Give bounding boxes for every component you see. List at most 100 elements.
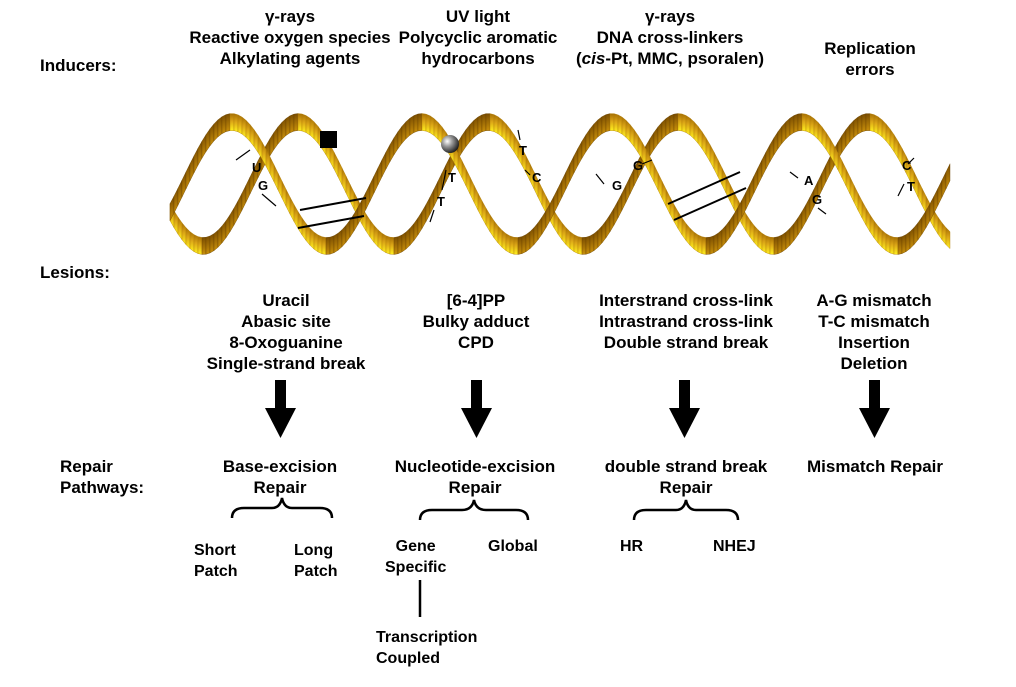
strand-a-segment: [765, 235, 771, 255]
strand-b-segment: [701, 236, 707, 255]
strand-b-segment: [845, 168, 851, 195]
strand-b-segment: [617, 114, 623, 135]
strand-a-segment: [409, 222, 415, 246]
strand-a-segment: [477, 114, 483, 135]
strand-a-segment: [789, 222, 795, 246]
pathway-dsb: double strand break Repair: [605, 456, 767, 498]
strand-a-segment: [793, 217, 799, 242]
strand-a-segment: [401, 231, 407, 253]
strand-b-segment: [469, 176, 475, 203]
strand-b-segment: [501, 229, 507, 252]
strand-a-segment: [585, 235, 591, 255]
strand-b-segment: [229, 113, 235, 131]
strand-b-segment: [225, 113, 231, 132]
strand-a-segment: [681, 113, 687, 133]
strand-b-segment: [437, 121, 443, 145]
base-c1-label: C: [532, 170, 542, 185]
strand-a-segment: [417, 210, 423, 236]
strand-a-segment: [233, 200, 239, 226]
inducer-1-line-1: γ-rays: [264, 7, 316, 26]
brace-ner: [418, 499, 530, 521]
base-pair-tick: [524, 169, 531, 176]
strand-a-segment: [581, 237, 587, 255]
strand-b-segment: [693, 231, 699, 253]
strand-a-segment: [657, 121, 663, 145]
strand-b-segment: [313, 231, 319, 253]
strand-a-segment: [337, 159, 343, 185]
strand-a-segment: [785, 227, 791, 250]
strand-b-segment: [761, 151, 767, 177]
repair-pathways-label: Repair Pathways:: [60, 456, 144, 498]
strand-b-segment: [677, 210, 683, 236]
strand-b-segment: [653, 164, 659, 191]
strand-b-segment: [433, 118, 439, 140]
strand-a-segment: [797, 210, 803, 236]
lesion-3-line-1: Interstrand cross-link: [599, 291, 773, 310]
strand-a-segment: [497, 116, 503, 138]
strand-b-segment: [593, 119, 599, 142]
strand-a-segment: [525, 155, 531, 181]
strand-a-segment: [705, 137, 711, 163]
inducer-1-line-2: Reactive oxygen species: [189, 28, 391, 47]
strand-b-segment: [813, 118, 819, 140]
strand-b-segment: [765, 144, 771, 170]
strand-b-segment: [577, 140, 583, 167]
strand-a-segment: [749, 219, 755, 243]
subpath-global-line-1: Global: [488, 538, 538, 555]
strand-b-segment: [725, 219, 731, 243]
strand-b-segment: [809, 115, 815, 136]
strand-a-segment: [713, 151, 719, 177]
strand-a-segment: [369, 219, 375, 243]
strand-b-segment: [597, 116, 603, 138]
strand-a-segment: [213, 229, 219, 252]
strand-a-segment: [917, 180, 923, 206]
strand-b-segment: [573, 148, 579, 173]
subpath-hr-line-1: HR: [620, 538, 644, 555]
inducer-group-1: γ-rays Reactive oxygen species Alkylatin…: [189, 6, 390, 69]
strand-b-segment: [333, 232, 339, 254]
base-t2-label: T: [448, 170, 456, 185]
strand-b-segment: [173, 188, 179, 214]
strand-b-segment: [881, 229, 887, 252]
strand-a-segment: [349, 184, 355, 210]
strand-b-segment: [317, 234, 323, 255]
strand-b-segment: [613, 113, 619, 133]
strand-a-segment: [937, 216, 943, 241]
strand-b-segment: [837, 152, 843, 178]
strand-a-segment: [365, 213, 371, 238]
strand-b-segment: [409, 115, 415, 136]
pathway-ner-line-2: Repair: [448, 478, 502, 497]
strand-a-segment: [745, 213, 751, 238]
strand-a-segment: [761, 232, 767, 254]
strand-a-segment: [189, 231, 195, 253]
strand-a-segment: [225, 214, 231, 239]
dna-strand-a: [169, 113, 951, 255]
strand-a-segment: [385, 235, 391, 255]
strand-a-segment: [605, 214, 611, 239]
strand-b-segment: [817, 121, 823, 145]
lesion-4-line-1: A-G mismatch: [816, 291, 932, 310]
inducer-1-line-3: Alkylating agents: [219, 49, 361, 68]
strand-b-segment: [253, 128, 259, 154]
strand-a-segment: [825, 156, 831, 182]
strand-b-segment: [825, 131, 831, 157]
strand-b-segment: [201, 133, 207, 159]
subpath-hr: HR: [620, 536, 643, 557]
strand-breaks: [297, 171, 747, 229]
strand-a-segment: [425, 196, 431, 222]
strand-a-segment: [481, 113, 487, 133]
strand-b-segment: [189, 155, 195, 181]
strand-b-segment: [221, 114, 227, 135]
subpath-gene-line-1: Gene: [395, 538, 436, 555]
strand-b-segment: [673, 203, 679, 230]
strand-a-segment: [801, 203, 807, 230]
strand-b-segment: [489, 214, 495, 239]
strand-a-segment: [493, 114, 499, 135]
strand-a-segment: [709, 144, 715, 170]
subpath-short-line-1: Short: [194, 542, 236, 559]
strand-b-segment: [569, 155, 575, 181]
inducer-2-line-1: UV light: [445, 7, 511, 26]
strand-b-segment: [529, 227, 535, 250]
strand-a-segment: [753, 224, 759, 248]
bulky-adduct-ball: [441, 135, 459, 153]
